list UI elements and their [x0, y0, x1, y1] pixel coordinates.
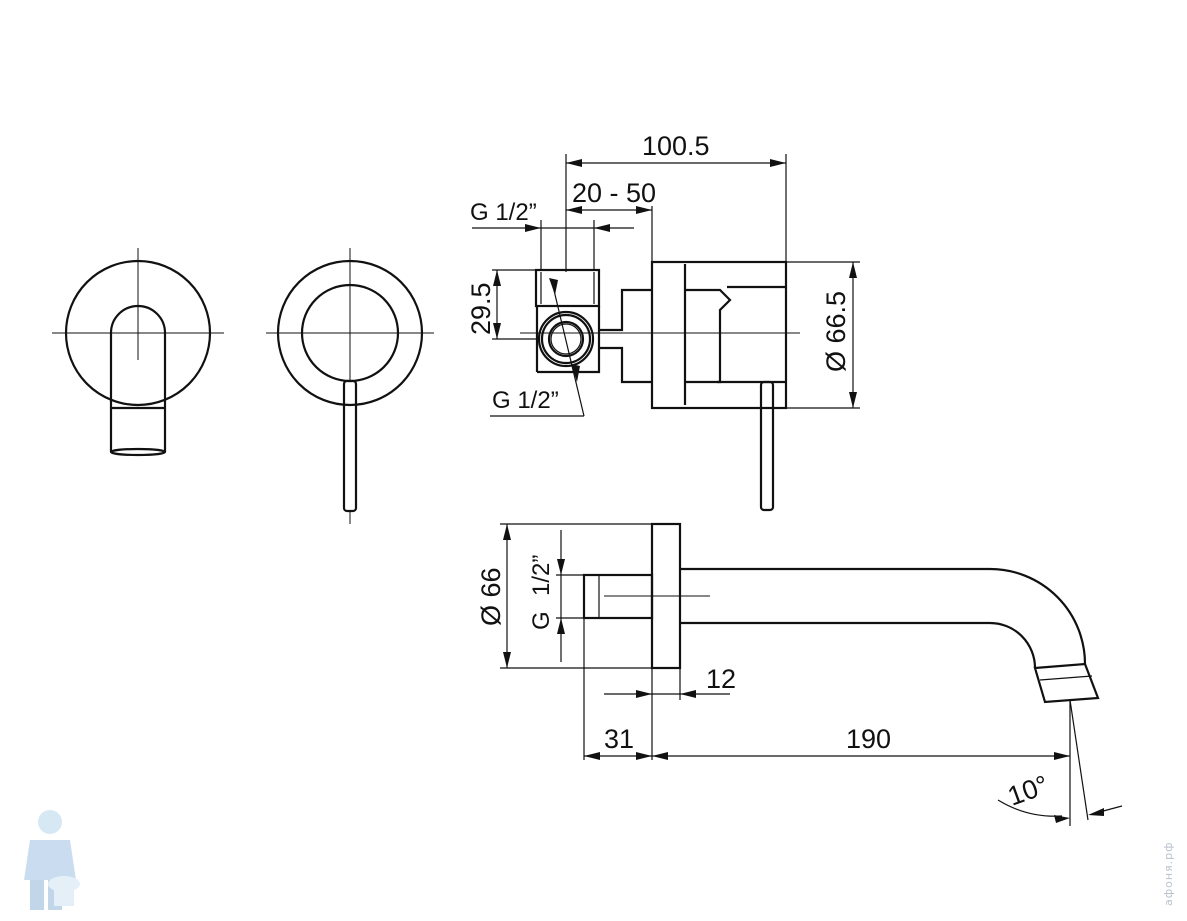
dim-plate-diameter-side: Ø 66 [476, 567, 506, 626]
watermark-text: афоня.рф [1162, 841, 1175, 906]
dim-spout-thread-size: 1/2” [528, 555, 555, 596]
dimension-lines [472, 159, 1123, 826]
dim-overall-depth: 100.5 [642, 131, 710, 161]
spout-front-view [52, 248, 224, 457]
dim-plate-thickness: 12 [706, 664, 736, 694]
mixer-front-view [266, 248, 434, 524]
dim-spout-angle: 10° [1004, 769, 1053, 811]
dim-spout-thread-g: G [528, 611, 555, 630]
dim-spout-body-depth: 31 [604, 724, 634, 754]
dim-inlet-thread-bottom: G 1/2” [492, 387, 559, 414]
dim-plate-diameter-front: Ø 66.5 [821, 291, 851, 372]
dim-spout-length: 190 [846, 724, 891, 754]
dim-inlet-thread-top: G 1/2” [470, 199, 537, 226]
dim-adjust-range: 20 - 50 [572, 178, 656, 208]
spout-side-view [582, 522, 1100, 704]
dim-inlet-height: 29.5 [466, 282, 496, 335]
mixer-side-view [520, 154, 800, 512]
plumber-logo [24, 810, 80, 910]
